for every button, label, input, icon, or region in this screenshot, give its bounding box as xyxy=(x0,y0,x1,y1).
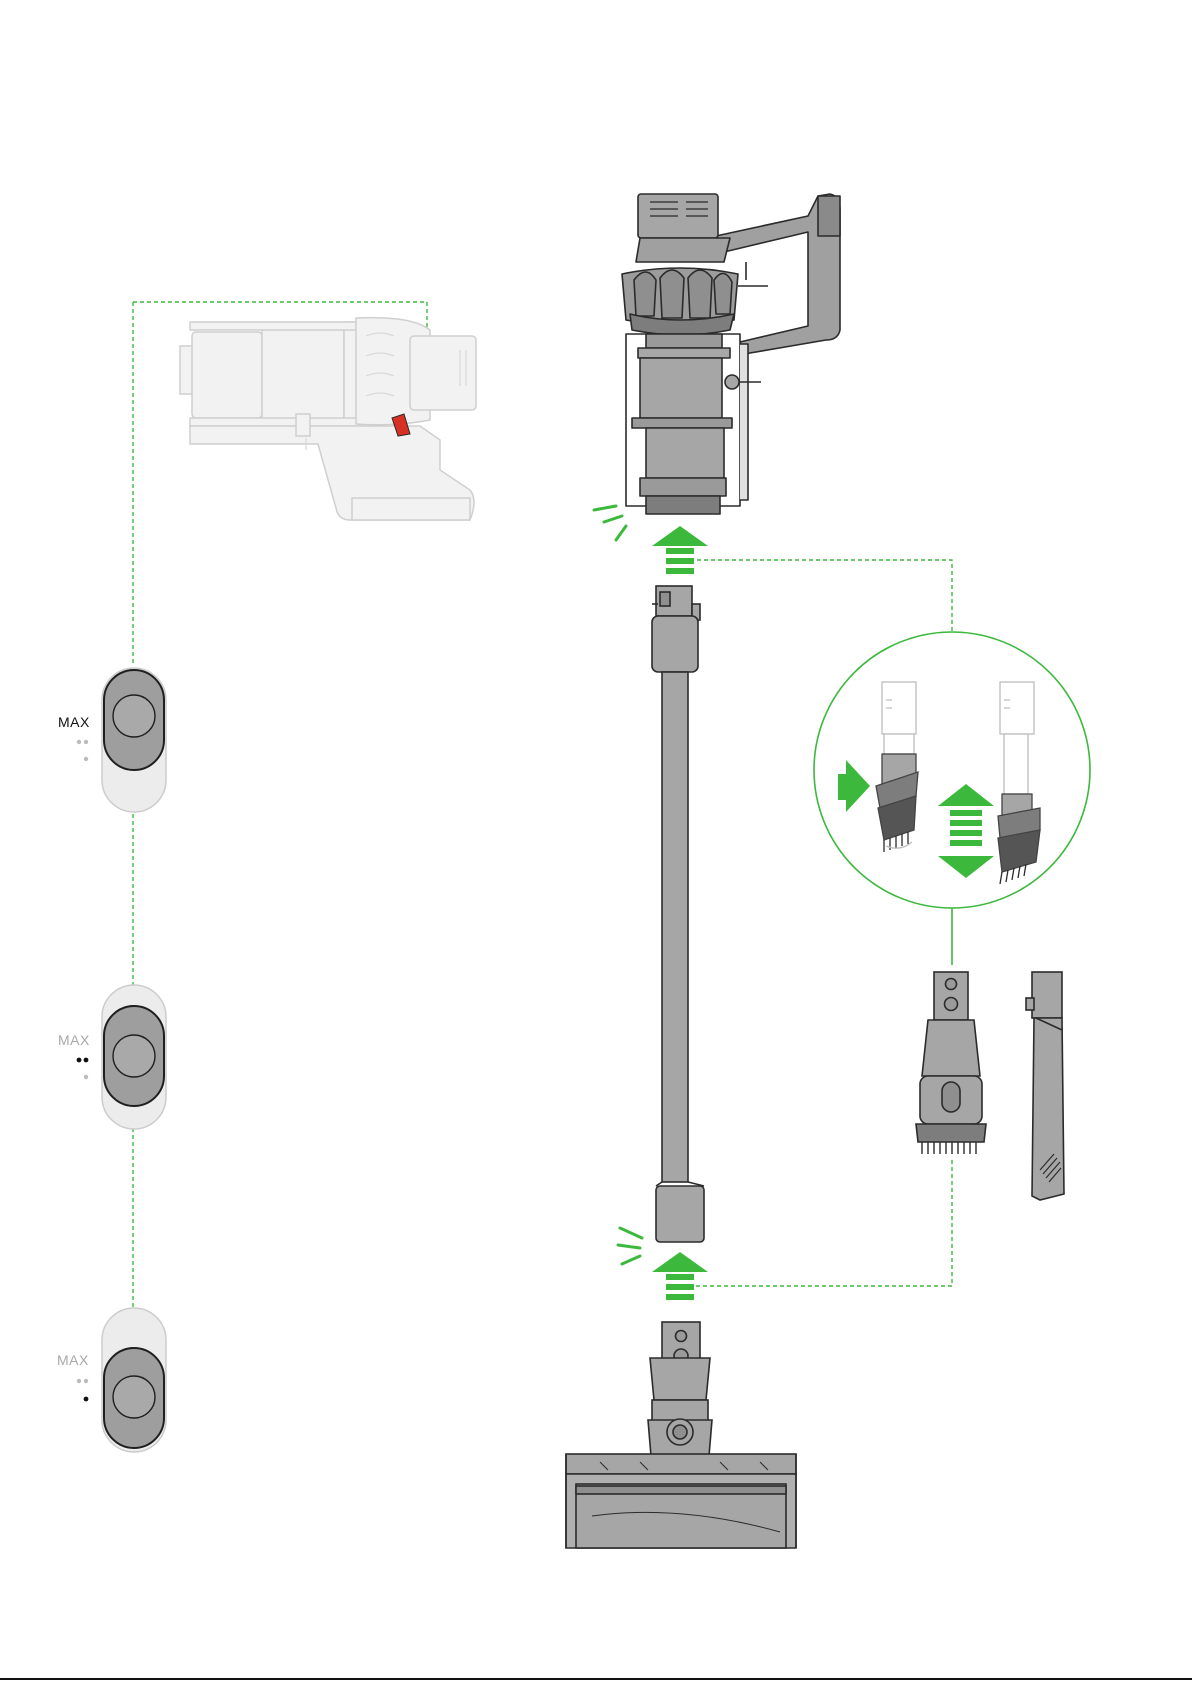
mode-label-max: MAX xyxy=(58,714,90,730)
power-mode-panel-max: MAX xyxy=(58,668,166,812)
power-mode-panel-eco: MAX xyxy=(57,1308,166,1452)
mode-label-max: MAX xyxy=(57,1352,89,1368)
power-mode-panel-medium: MAX xyxy=(58,985,166,1129)
combination-tool-detail xyxy=(814,632,1090,965)
combination-tool xyxy=(916,972,986,1154)
wand-tube xyxy=(652,586,704,1242)
page-bottom-rule xyxy=(0,1678,1192,1680)
click-burst-icon xyxy=(594,506,626,540)
mode-label-max: MAX xyxy=(58,1032,90,1048)
click-burst-icon xyxy=(618,1228,642,1264)
ghost-handheld-unit xyxy=(180,318,476,520)
vacuum-main-body xyxy=(622,194,840,514)
arrow-up-icon xyxy=(652,1252,708,1300)
floor-cleaner-head xyxy=(566,1322,796,1548)
arrow-up-icon xyxy=(652,526,708,574)
crevice-tool xyxy=(1026,972,1064,1200)
